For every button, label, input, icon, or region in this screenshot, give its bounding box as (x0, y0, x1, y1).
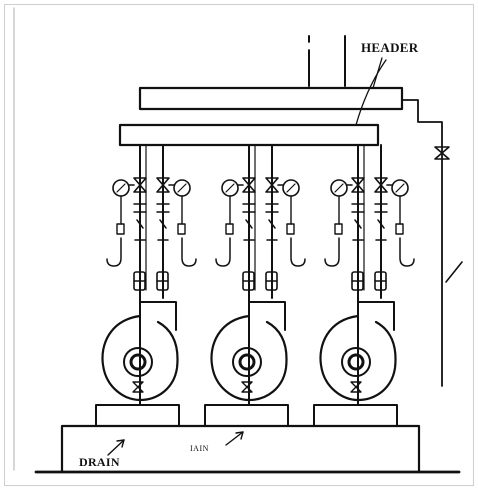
main-label: IAIN (190, 444, 209, 453)
header-leader-2 (355, 59, 387, 126)
pump-foot-valve (132, 381, 144, 393)
pump-unit-2 (204, 144, 306, 427)
check-valve-ticks (351, 203, 388, 241)
pump-outlet-flange (357, 301, 395, 331)
gate-valve (346, 177, 365, 193)
gate-valve-2 (374, 177, 393, 193)
pigtail-siphon (290, 237, 306, 267)
gauge-cock (286, 223, 295, 235)
impeller-eye-outer (341, 347, 371, 377)
pigtail-siphon (181, 237, 197, 267)
impeller-eye-outer (232, 347, 262, 377)
gauge-cock (177, 223, 186, 235)
check-valve-ticks (242, 203, 279, 241)
drain-label: DRAIN (79, 455, 120, 469)
impeller-eye-inner (347, 353, 365, 371)
pump-outlet-flange (139, 301, 177, 331)
gauge-needle (225, 183, 235, 193)
gauge-cock (116, 223, 125, 235)
gate-valve-2 (265, 177, 284, 193)
pump-pedestal (204, 404, 289, 427)
gauge-cock (334, 223, 343, 235)
gauge-needle (395, 183, 405, 193)
pump-pedestal (95, 404, 180, 427)
gauge-needle (177, 183, 187, 193)
gate-valve-2 (156, 177, 175, 193)
pigtail-siphon (215, 237, 231, 267)
pump-outlet-flange (248, 301, 286, 331)
pump-pedestal (313, 404, 398, 427)
pump-foot-valve (241, 381, 253, 393)
pigtail-siphon (399, 237, 415, 267)
upper-header-pipe (138, 86, 404, 111)
pump-unit-1 (95, 144, 197, 427)
check-valve-ticks (133, 203, 170, 241)
drain-leader (107, 439, 125, 456)
header-label: HEADER (361, 40, 419, 55)
pigtail-siphon (324, 237, 340, 267)
bypass-line (401, 99, 443, 387)
drain-arrowhead (116, 439, 125, 448)
frame-border (4, 4, 474, 486)
gauge-cock (395, 223, 404, 235)
gate-valve (237, 177, 256, 193)
impeller-eye-inner (129, 353, 147, 371)
pump-volute (210, 314, 288, 402)
gauge-needle (286, 183, 296, 193)
pump-foot-valve (350, 381, 362, 393)
gauge-needle (334, 183, 344, 193)
lower-header-pipe (118, 123, 380, 147)
gate-valve (128, 177, 147, 193)
bypass-valve (434, 146, 450, 160)
gauge-cock (225, 223, 234, 235)
gauge-needle (116, 183, 126, 193)
pigtail-siphon (106, 237, 122, 267)
pump-unit-3 (313, 144, 415, 427)
pump-volute (101, 314, 179, 402)
main-arrowhead (235, 431, 244, 440)
pump-volute (319, 314, 397, 402)
bypass-check-slash (445, 261, 463, 283)
impeller-eye-outer (123, 347, 153, 377)
impeller-eye-inner (238, 353, 256, 371)
main-leader (225, 431, 244, 446)
